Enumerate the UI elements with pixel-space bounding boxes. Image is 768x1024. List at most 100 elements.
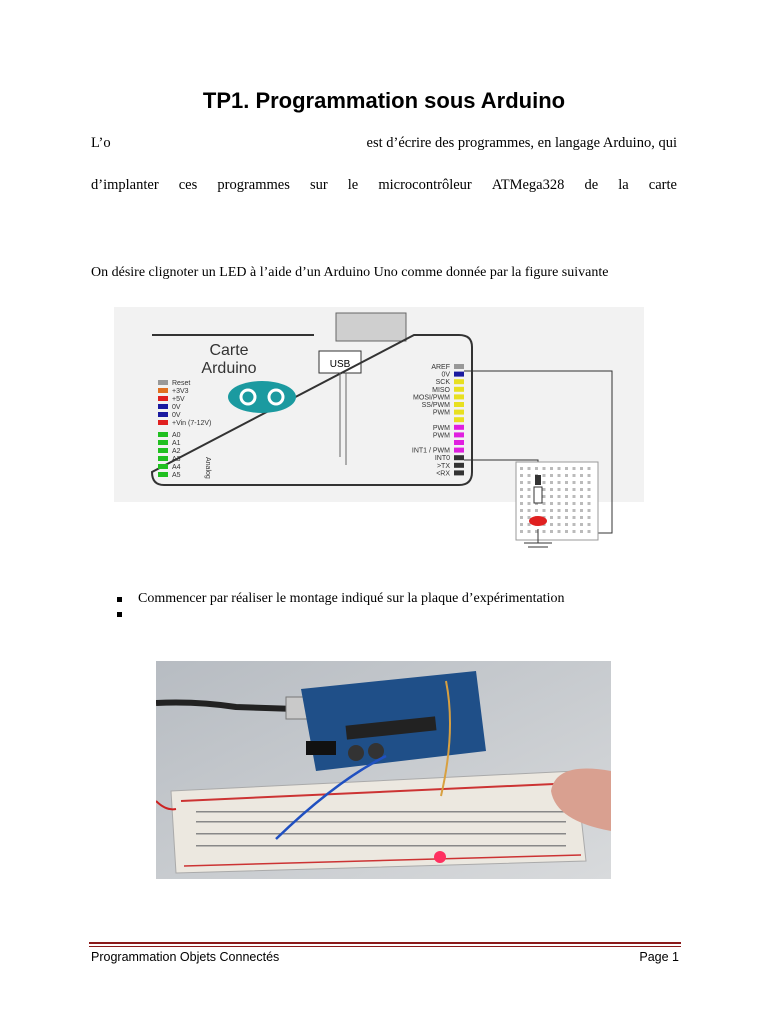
breadboard-hole	[520, 495, 523, 498]
arduino-logo-icon	[228, 381, 296, 413]
left-pin-marker	[158, 472, 168, 477]
breadboard-hole	[520, 488, 523, 491]
footer-divider	[89, 942, 681, 944]
breadboard-hole	[535, 509, 538, 512]
breadboard-hole	[542, 474, 546, 477]
breadboard-hole	[520, 467, 523, 470]
bullet-text-1: Commencer par réaliser le montage indiqu…	[138, 591, 565, 606]
breadboard-hole	[527, 488, 531, 491]
left-pin-marker	[158, 420, 168, 425]
breadboard-hole	[572, 495, 576, 498]
page-title: TP1. Programmation sous Arduino	[202, 88, 566, 113]
breadboard-hole	[527, 530, 531, 533]
breadboard-hole	[572, 467, 576, 470]
board-label-1: Carte	[209, 342, 248, 359]
bullet-item-1: Commencer par réaliser le montage indiqu…	[117, 591, 564, 607]
left-pin-label: A5	[172, 472, 181, 479]
intro-line-1-end: est d’écrire des programmes, en langage …	[366, 135, 677, 151]
breadboard-hole	[550, 516, 553, 519]
left-pin-label: Reset	[172, 380, 190, 387]
right-pin-label: 0V	[441, 372, 450, 379]
breadboard-hole	[572, 523, 576, 526]
breadboard-hole	[587, 502, 591, 505]
bullet-icon	[117, 596, 122, 602]
intro-word: ATMega328	[491, 177, 565, 193]
left-pin-marker	[158, 388, 168, 393]
usb-label: USB	[330, 359, 351, 370]
right-pin-label: MISO	[432, 387, 450, 394]
left-pin-marker	[158, 412, 168, 417]
right-pin-marker	[454, 364, 464, 369]
breadboard-hole	[580, 467, 583, 470]
breadboard-hole	[580, 516, 583, 519]
right-pin-marker	[454, 470, 464, 476]
breadboard-hole	[580, 523, 583, 526]
right-pin-marker	[454, 462, 464, 468]
led-lead	[535, 475, 541, 485]
right-pin-marker	[454, 386, 464, 392]
intro-line-1: L’o est d’écrire des programmes, en lang…	[91, 135, 677, 152]
right-pin-label: INT1 / PWM	[412, 448, 450, 455]
breadboard-hole	[565, 516, 568, 519]
breadboard-hole	[572, 474, 576, 477]
right-pin-label: >TX	[437, 463, 450, 470]
breadboard-hole	[557, 474, 561, 477]
breadboard-hole	[557, 530, 561, 533]
analog-label: Analog	[204, 457, 211, 479]
left-pin-marker	[158, 456, 168, 461]
breadboard	[515, 461, 599, 548]
breadboard-hole	[572, 509, 576, 512]
breadboard-hole	[565, 523, 568, 526]
breadboard-hole	[587, 495, 591, 498]
breadboard-hole	[580, 530, 583, 533]
left-pin-marker	[158, 380, 168, 385]
breadboard-hole	[572, 481, 576, 484]
right-pin-marker	[454, 394, 464, 400]
breadboard-hole	[527, 509, 531, 512]
breadboard-hole	[550, 474, 553, 477]
breadboard-hole	[557, 523, 561, 526]
breadboard-hole	[542, 502, 546, 505]
breadboard-hole	[572, 502, 576, 505]
breadboard-hole	[565, 481, 568, 484]
right-pin-marker	[454, 447, 464, 453]
breadboard-hole	[527, 481, 531, 484]
left-pin-label: +3V3	[172, 388, 189, 395]
breadboard-hole	[565, 509, 568, 512]
arduino-setup-photo	[156, 661, 611, 879]
intro-word: microcontrôleur	[378, 177, 472, 193]
breadboard-hole	[580, 502, 583, 505]
led-icon	[529, 516, 547, 526]
breadboard-hole	[550, 502, 553, 505]
breadboard-hole	[550, 481, 553, 484]
left-pin-label: 0V	[172, 404, 181, 411]
breadboard-hole	[550, 509, 553, 512]
bullet-item-2	[117, 612, 138, 617]
breadboard-hole	[550, 495, 553, 498]
intro-word: carte	[648, 177, 677, 193]
right-pin-label: SS/PWM	[422, 402, 451, 409]
breadboard-hole	[520, 509, 523, 512]
intro-word: la	[618, 177, 629, 193]
left-pin-label: A3	[172, 456, 181, 463]
breadboard-hole	[557, 467, 561, 470]
breadboard-hole	[527, 523, 531, 526]
left-pin-marker	[158, 396, 168, 401]
left-pin-marker	[158, 448, 168, 453]
breadboard-hole	[542, 488, 546, 491]
breadboard-hole	[565, 467, 568, 470]
breadboard-hole	[527, 467, 531, 470]
left-pin-label: A0	[172, 432, 181, 439]
intro-word: programmes	[217, 177, 290, 193]
breadboard-hole	[557, 495, 561, 498]
breadboard-hole	[557, 516, 561, 519]
resistor-icon	[533, 486, 543, 504]
right-pin-label: PWM	[433, 425, 450, 432]
right-pin-marker	[454, 379, 464, 385]
right-pin-label: AREF	[431, 364, 450, 371]
intro-word: d’implanter	[91, 177, 159, 193]
left-pin-label: +Vin (7-12V)	[172, 420, 211, 427]
task-text: On désire clignoter un LED à l’aide d’un…	[91, 265, 609, 280]
breadboard-hole	[565, 474, 568, 477]
